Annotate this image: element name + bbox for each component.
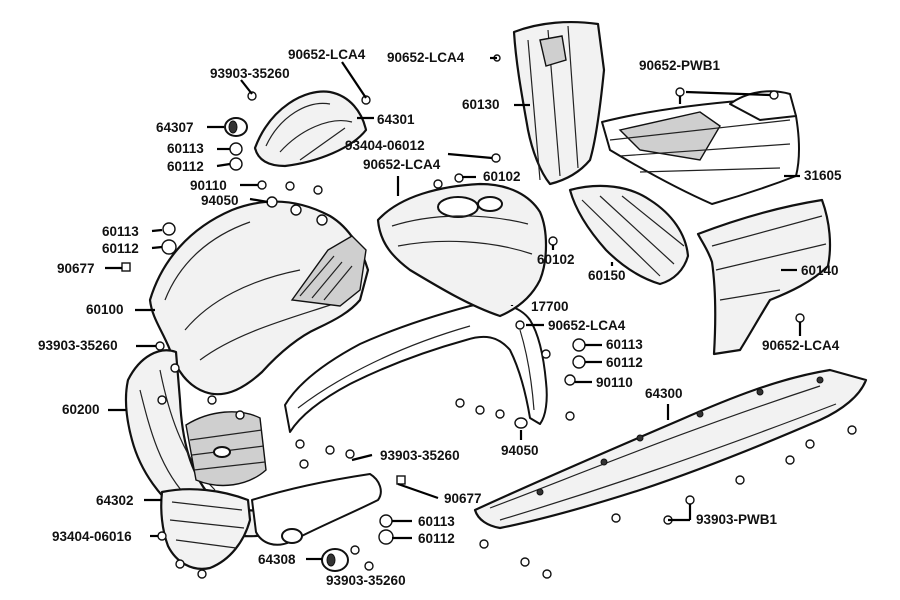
right-side-cover-part: [696, 198, 832, 356]
label-60140: 60140: [801, 263, 839, 278]
rear-rack-frame-part: [601, 90, 800, 205]
label-64302: 64302: [96, 493, 134, 508]
label-90677-b: 90677: [444, 491, 482, 506]
front-grille: [185, 411, 267, 487]
label-60150: 60150: [588, 268, 626, 283]
label-64300: 64300: [645, 386, 683, 401]
label-60113-d: 60113: [418, 514, 455, 529]
label-93903-35260-mid: 93903-35260: [380, 448, 460, 463]
label-60100: 60100: [86, 302, 124, 317]
fastener-group: [121, 54, 857, 579]
label-93404-06012: 93404-06012: [345, 138, 425, 153]
rear-skid-plate-part: [473, 368, 868, 530]
left-side-cover-part: [512, 20, 606, 186]
label-60112-a: 60112: [167, 159, 204, 174]
front-bumper-wing: [251, 473, 382, 546]
headlight-64307: [224, 117, 248, 137]
label-93404-06016: 93404-06016: [52, 529, 132, 544]
label-31605: 31605: [804, 168, 842, 183]
label-60112-b: 60112: [102, 241, 139, 256]
label-60130: 60130: [462, 97, 500, 112]
label-90677-a: 90677: [57, 261, 95, 276]
fog-light-64308: [321, 548, 349, 572]
front-fender-part: [148, 200, 370, 396]
leader-lines: [105, 56, 802, 561]
label-90110-a: 90110: [190, 178, 227, 193]
center-console-part: [376, 182, 548, 318]
label-90652-lca4-right: 90652-LCA4: [762, 338, 840, 353]
label-90652-lca4-upper: 90652-LCA4: [387, 50, 465, 65]
label-60200: 60200: [62, 402, 100, 417]
label-93903-35260-bottom: 93903-35260: [326, 573, 406, 588]
label-17700: 17700: [531, 299, 569, 314]
label-60113-b: 60113: [102, 224, 139, 239]
label-60113-a: 60113: [167, 141, 204, 156]
label-60102-b: 60102: [537, 252, 575, 267]
label-90110-b: 90110: [596, 375, 633, 390]
label-94050-a: 94050: [201, 193, 239, 208]
label-90652-lca4-lower: 90652-LCA4: [548, 318, 626, 333]
label-64301: 64301: [377, 112, 415, 127]
label-60113-c: 60113: [606, 337, 643, 352]
label-60112-d: 60112: [418, 531, 455, 546]
label-90652-pwb1: 90652-PWB1: [639, 58, 721, 73]
label-60112-c: 60112: [606, 355, 643, 370]
label-64307: 64307: [156, 120, 194, 135]
label-94050-b: 94050: [501, 443, 539, 458]
label-90652-lca4-top: 90652-LCA4: [288, 47, 366, 62]
label-60102-a: 60102: [483, 169, 521, 184]
label-93903-pwb1: 93903-PWB1: [696, 512, 778, 527]
headlight-cover-part: [253, 90, 368, 168]
label-93903-35260-top: 93903-35260: [210, 66, 290, 81]
label-93903-35260-left: 93903-35260: [38, 338, 118, 353]
label-64308: 64308: [258, 552, 296, 567]
fender-flare-part: [284, 302, 548, 433]
front-skid-plate-part: [160, 488, 252, 570]
label-90652-lca4-mid: 90652-LCA4: [363, 157, 441, 172]
inner-fender-part: [568, 184, 690, 286]
